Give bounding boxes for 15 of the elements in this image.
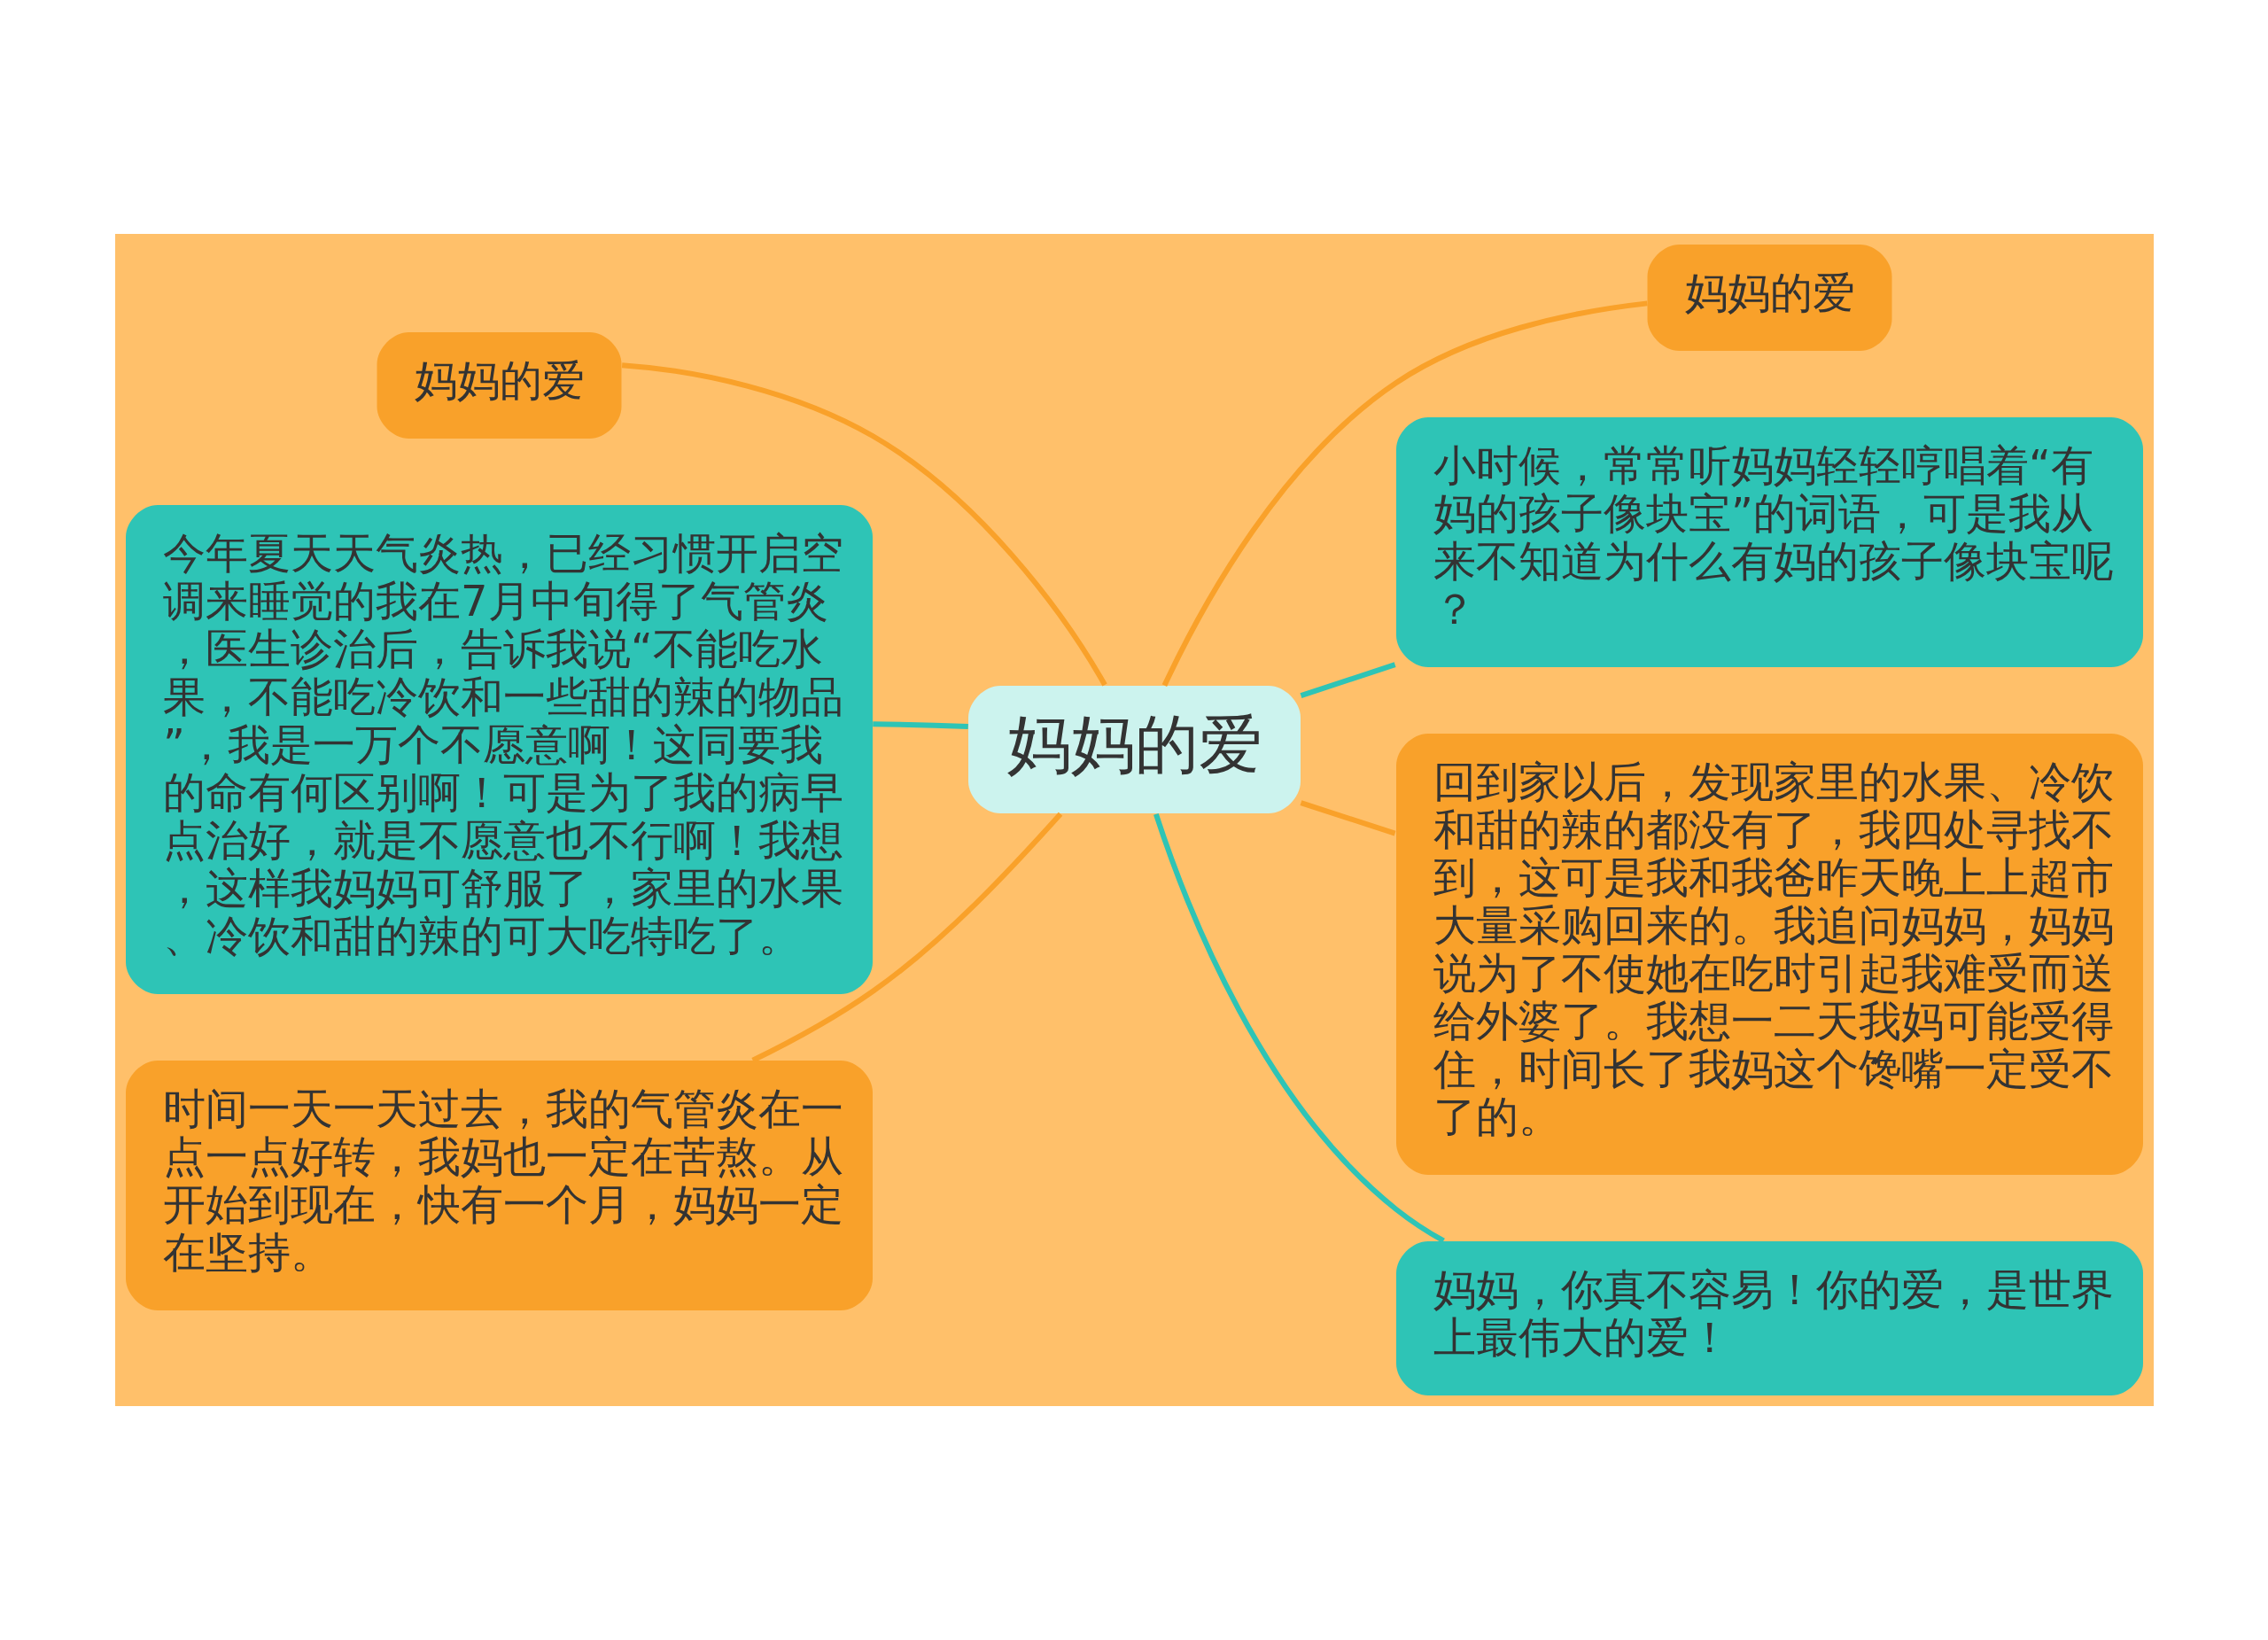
node-box: 小时候，常常听妈妈轻轻哼唱着“有妈的孩子像块宝”的词语，可是我从来不知道为什么有妈的孩子像块宝呢？: [1395, 417, 2143, 667]
connector: [1153, 812, 1445, 1244]
node-box: 今年夏天天气炎热，已经习惯开启空调来睡觉的我在7月中旬得了气管炎，医生诊治后，告诉我说“不能吃水果，不能吃冷饮和一些甜的辣的物品”，我是一万个不愿意啊！这同要我的命有何区别啊！可是为了我的病早点治好，就是不愿意也不行啊！我想，这样我妈妈可舒服了，家里的水果、冷饮和甜的辣的可大吃特吃了。: [125, 505, 873, 994]
connector: [1161, 300, 1648, 687]
node-box: 妈妈的爱: [967, 686, 1301, 813]
node-box: 回到家以后，发现家里的水果、冷饮和甜的辣的都没有了，我四处寻找不到，这可是我和我爸昨天晚上上超市大量采购回来的。我追问妈妈，妈妈说为了不使她在吃时引起我难受而送给外婆了。我想一二天我妈可能受得住，时间长了我妈这个馋嘴一定受不了的。: [1395, 734, 2143, 1175]
node-box: 妈妈的爱: [377, 332, 621, 439]
connector: [1300, 662, 1396, 698]
connector: [621, 362, 1107, 687]
node-box: 时间一天一天过去，我的气管炎在一点一点好转，我妈也一定在苦熬。从开始到现在，快有一个月，妈妈一定在坚持。: [125, 1061, 873, 1310]
node-box: 妈妈的爱: [1647, 245, 1891, 351]
connector: [872, 721, 968, 729]
connector: [1300, 800, 1396, 836]
node-box: 妈妈，你真不容易！你的爱，是世界上最伟大的爱！: [1395, 1241, 2143, 1395]
connector: [750, 812, 1062, 1063]
